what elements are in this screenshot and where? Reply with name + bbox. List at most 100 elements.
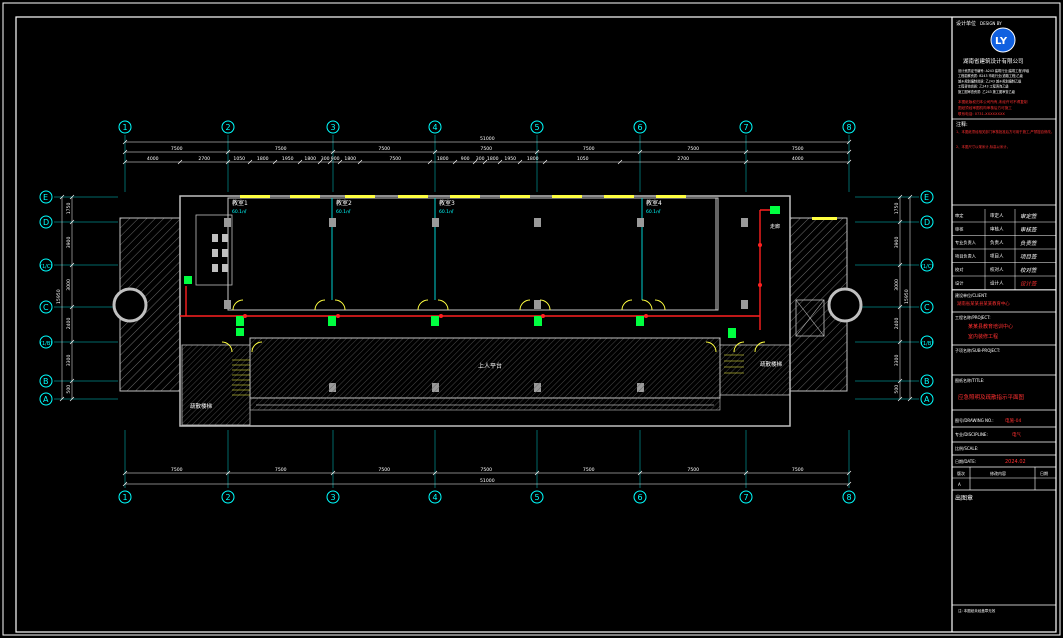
cert-line: 工程咨询资质: 乙243 工程咨询乙级 (958, 84, 1009, 89)
exit-signs (184, 206, 780, 338)
axis-bubble-col (633, 120, 647, 134)
axis-lines (54, 135, 919, 488)
axis-bubble-col-label: 4 (433, 493, 438, 502)
stair-steps-left (232, 359, 250, 396)
axis-bubble-col-label: 1 (123, 493, 128, 502)
drawing-label: 图纸名称/TITLE: (955, 377, 985, 383)
dim-top-total-tick (122, 139, 128, 145)
dim-top-detail-label: 1800 (344, 156, 356, 162)
red-note-2: 图纸须经审图机构审核后方可施工 (958, 105, 1012, 110)
hall-label: 上人平台 (478, 362, 502, 370)
room-area-4: 60.1㎡ (646, 208, 661, 215)
axis-bubble-row-label: B (43, 377, 49, 386)
dim-bottom-bay-tick (637, 470, 643, 476)
dim-right-detail-tick (897, 262, 903, 268)
evacuation-route (180, 209, 780, 330)
axis-bubble-col (118, 120, 132, 134)
dim-right-detail-tick (897, 339, 903, 345)
dim-right-detail-label: 2400 (894, 318, 900, 330)
dim-left-detail-tick (69, 262, 75, 268)
dim-bottom-bay-tick (534, 470, 540, 476)
dim-top-bay-tick (122, 149, 128, 155)
version-no: A (958, 482, 961, 487)
dim-top-detail-tick (297, 159, 303, 165)
dim-bottom-total-tick (846, 481, 852, 487)
sig-name: 设计人 (990, 280, 1004, 287)
dim-right-detail-label: 500 (894, 385, 900, 394)
axis-bubble-row-label: (1/C) (921, 264, 933, 270)
dim-top-bay-tick (534, 149, 540, 155)
dim-top-detail-tick (427, 159, 433, 165)
axis-bubble-col-label: 8 (847, 123, 852, 132)
dim-top-detail-tick (177, 159, 183, 165)
axis-bubble-col-label: 4 (433, 123, 438, 132)
axis-bubble-row-right (920, 335, 934, 349)
dim-top-detail-label: 900 (461, 156, 470, 162)
dim-bottom-total-label: 51000 (480, 478, 495, 484)
dim-top-detail-label: 2700 (677, 156, 689, 162)
dim-bottom-total-tick (122, 481, 128, 487)
dim-bottom-bay-tick (330, 470, 336, 476)
axis-bubble-row-label: (1/B) (40, 341, 52, 347)
dim-bottom-bay-label: 7500 (687, 467, 699, 473)
dim-right-detail-tick (897, 378, 903, 384)
dim-left-detail-label: 3900 (66, 237, 72, 249)
sig-name: 校对人 (990, 266, 1004, 273)
dim-bottom-bay-tick (122, 470, 128, 476)
design-unit-tag: DESIGN BY (980, 21, 1002, 26)
axis-bubble-row-right (920, 392, 934, 406)
dim-top-detail-tick (517, 159, 523, 165)
axis-bubble-row-label: C (924, 303, 930, 312)
cert-line: 设计资质证书编号: A243 建筑行业(建筑工程)甲级 (958, 68, 1030, 73)
axis-bubble-col (326, 120, 340, 134)
cert-line: 工程勘察资质: B243 市政行业(道路工程)乙级 (958, 73, 1024, 78)
classroom-block (227, 197, 719, 311)
elevator-cross-2 (795, 299, 825, 337)
toilet-area (195, 214, 233, 286)
emergency-lights (243, 243, 762, 318)
dim-left-detail-label: 3300 (66, 355, 72, 367)
lower-stair-right (719, 344, 791, 396)
scale-label: 比例/SCALE: (955, 445, 979, 451)
sig-name: 审核人 (990, 226, 1004, 233)
axis-bubble-row-label: D (43, 218, 49, 227)
axis-bubble-col-label: 7 (744, 123, 749, 132)
dim-top-detail-label: 7500 (389, 156, 401, 162)
axis-bubble-row-left (39, 258, 53, 272)
dim-top-bay-tick (225, 149, 231, 155)
axis-bubble-col (221, 490, 235, 504)
date-label: 日期/DATE: (955, 458, 976, 464)
client-name: 湖南省某某县某某教育中心 (957, 300, 1010, 307)
dim-top-bay-label: 7500 (378, 146, 390, 152)
dim-left-detail-tick (69, 396, 75, 402)
stair-label-right: 疏散楼梯 (760, 360, 783, 368)
dim-right-total-label: 15950 (904, 289, 910, 304)
dim-top-bay-tick (846, 149, 852, 155)
dim-right-total-tick (907, 194, 913, 200)
drawing-no: 电施-04 (1005, 417, 1021, 424)
dim-top-detail-tick (542, 159, 548, 165)
dim-top-detail-label: 300 (476, 156, 485, 162)
left-round-column (112, 287, 148, 323)
dim-left-total-tick (59, 396, 65, 402)
dim-right-total-tick (907, 396, 913, 402)
dim-top-bay-label: 7500 (583, 146, 595, 152)
project-name-1: 某某县教育培训中心 (968, 323, 1013, 330)
sig-role-label: 专业负责人 (955, 239, 977, 246)
dim-top-detail-label: 1800 (487, 156, 499, 162)
axis-bubble-col-label: 1 (123, 123, 128, 132)
elevator (795, 299, 825, 337)
dim-bottom-bay-label: 7500 (792, 467, 804, 473)
stair-label-left: 疏散楼梯 (190, 402, 213, 410)
dim-bottom-bay-tick (846, 470, 852, 476)
sig-name: 项目人 (990, 254, 1004, 260)
dim-bottom-bay-tick (743, 470, 749, 476)
dim-left-detail-tick (69, 194, 75, 200)
dim-top-total-label: 51000 (480, 136, 495, 142)
note-1: 1、本图纸须经相关部门审核批准后方可用于施工,严禁擅自修改。 (956, 129, 1054, 134)
dim-bottom-bay-label: 7500 (171, 467, 183, 473)
dim-bottom-bay-label: 7500 (583, 467, 595, 473)
axis-bubble-row-left (39, 392, 53, 406)
